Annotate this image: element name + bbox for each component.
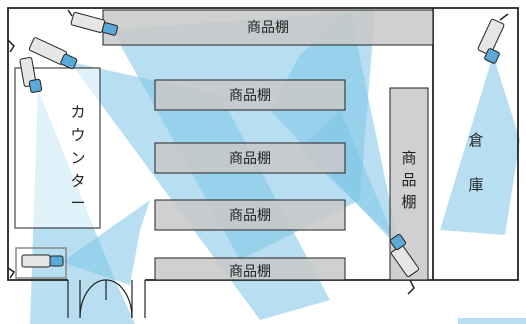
counter-char-3: ン [70, 149, 85, 167]
counter-label: カ ウ ン タ ー [70, 103, 85, 212]
storage-char-2: 庫 [468, 176, 483, 194]
shelf-top-label: 商品棚 [247, 20, 289, 36]
shelf-row-3 [154, 199, 346, 231]
camera-top-right [477, 13, 509, 64]
counter [14, 67, 101, 229]
shelf-row-1 [154, 79, 346, 111]
storage-label: 倉 庫 [468, 131, 483, 194]
counter-char-5: ー [70, 194, 85, 212]
shelf-side-char-3: 棚 [401, 193, 416, 211]
camera-left-upper [7, 37, 78, 70]
shelf-side-char-1: 商 [401, 149, 416, 167]
coverage-top-right [440, 55, 520, 235]
shelf-top [102, 9, 434, 46]
camera-bottom-right [389, 233, 420, 295]
shelf-row-2-label: 商品棚 [229, 151, 271, 167]
walls [7, 7, 519, 281]
coverage-left-upper [70, 62, 330, 320]
counter-char-1: カ [70, 103, 85, 121]
camera-bottom-left [7, 247, 67, 279]
camera-left-bracket [19, 56, 43, 93]
shelf-row-1-label: 商品棚 [229, 88, 271, 104]
outer-wall [7, 7, 519, 281]
shelf-row-3-label: 商品棚 [229, 208, 271, 224]
coverage-corner-patch [458, 318, 526, 324]
shelf-row-2 [154, 142, 346, 174]
counter-char-4: タ [70, 172, 85, 190]
counter-char-2: ウ [70, 126, 85, 144]
shelf-row-4-label: 商品棚 [229, 264, 271, 280]
camera-top-left [67, 9, 119, 36]
storage-char-1: 倉 [468, 131, 483, 149]
entrance-door [67, 279, 146, 319]
shelf-row-4 [154, 257, 346, 281]
coverage-bottom-left [62, 200, 150, 285]
shelf-side-char-2: 品 [401, 171, 416, 189]
shelf-labels: 商品棚 商品棚 商品棚 商品棚 商品棚 商 品 棚 [229, 20, 417, 280]
